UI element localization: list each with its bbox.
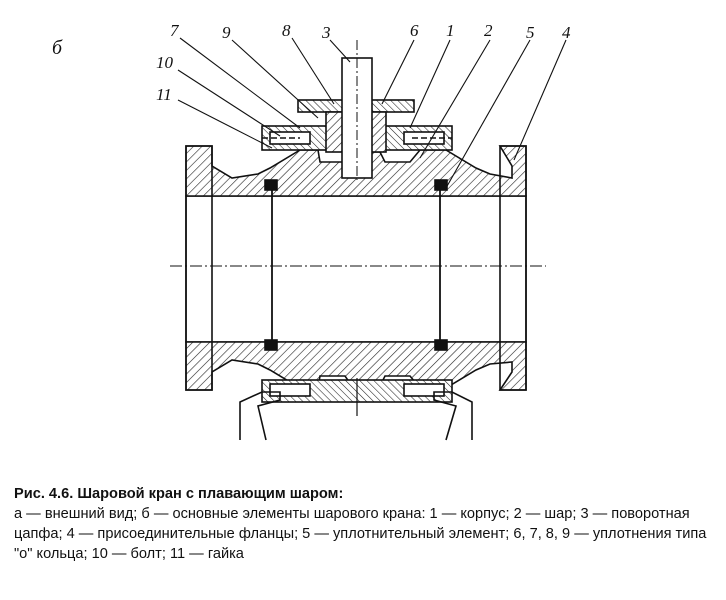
callout-labels: 7 9 8 3 6 1 2 5 4 10 11 <box>156 21 571 104</box>
callout-10: 10 <box>156 53 174 72</box>
callout-4: 4 <box>562 23 571 42</box>
callout-11: 11 <box>156 85 172 104</box>
callout-6: 6 <box>410 21 419 40</box>
caption-body: а — внешний вид; б — основные элементы ш… <box>14 506 707 562</box>
callout-5: 5 <box>526 23 535 42</box>
caption-title: Рис. 4.6. Шаровой кран с плавающим шаром… <box>14 486 344 502</box>
callout-2: 2 <box>484 21 493 40</box>
leader-lines <box>177 37 567 189</box>
right-support <box>433 391 473 441</box>
left-support <box>239 391 281 441</box>
callout-8: 8 <box>282 21 291 40</box>
valve-assembly <box>170 40 546 441</box>
callout-9: 9 <box>222 23 231 42</box>
callout-7: 7 <box>170 21 180 40</box>
panel-letter: б <box>52 37 63 59</box>
left-flange <box>185 145 213 391</box>
ball-bore <box>185 195 527 343</box>
callout-3: 3 <box>321 23 331 42</box>
ball-valve-drawing: б <box>52 21 571 441</box>
right-flange <box>499 145 527 391</box>
figure-caption: Рис. 4.6. Шаровой кран с плавающим шаром… <box>14 484 714 564</box>
callout-1: 1 <box>446 21 455 40</box>
